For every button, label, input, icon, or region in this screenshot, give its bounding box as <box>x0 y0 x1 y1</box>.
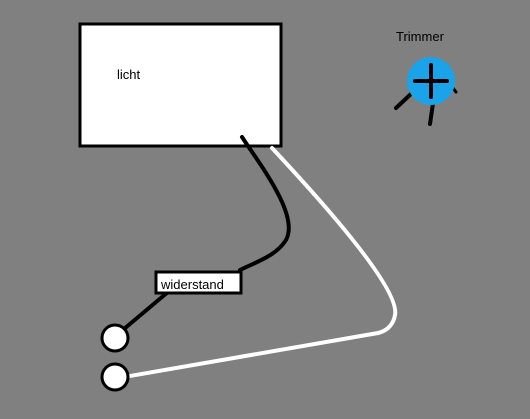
terminal-top <box>100 323 130 353</box>
light-box <box>78 22 283 148</box>
white-wire-light-to-terminal <box>122 146 398 379</box>
trimmer-leg-left <box>394 91 414 110</box>
light-label: licht <box>117 67 141 82</box>
black-wire-light-to-resistor <box>238 135 291 272</box>
resistor-label: widerstand <box>160 277 224 292</box>
trimmer-label: Trimmer <box>396 29 445 44</box>
terminal-bottom <box>100 362 130 392</box>
resistor-box <box>154 270 243 295</box>
plus-icon <box>413 63 449 99</box>
black-wire-resistor-to-terminal <box>116 290 170 336</box>
trimmer-leg-bottom <box>428 101 435 126</box>
